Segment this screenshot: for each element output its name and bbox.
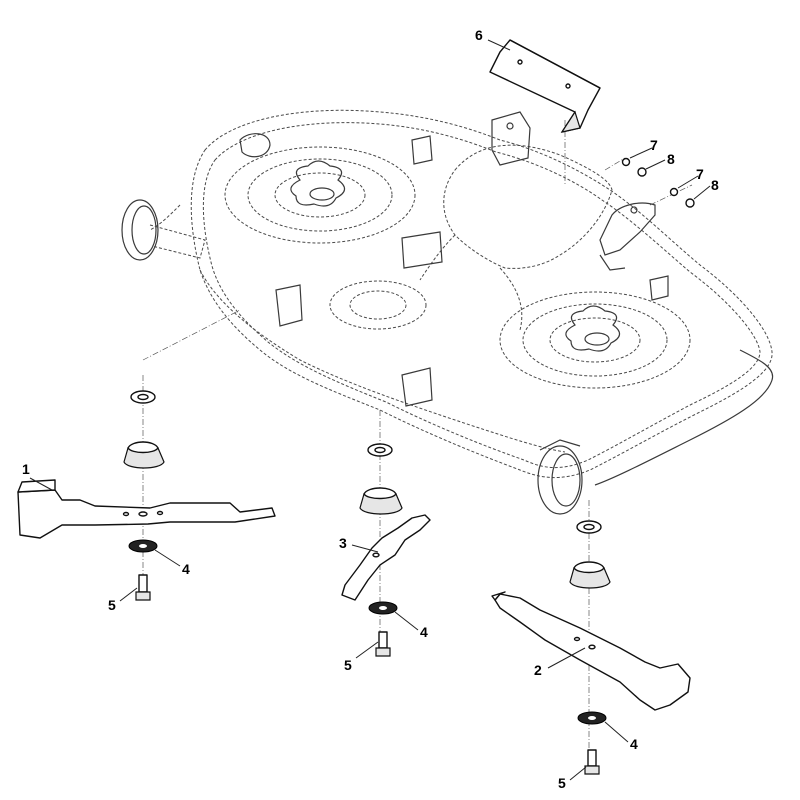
callout-8-washer-b: 8 xyxy=(711,177,719,193)
callout-7-nut-a: 7 xyxy=(650,137,658,153)
callout-4-washer-right: 4 xyxy=(630,736,638,752)
callout-1-blade-left: 1 xyxy=(22,461,30,477)
callout-6-deflector: 6 xyxy=(475,27,483,43)
blade-adapter-right xyxy=(569,567,611,589)
callout-4-washer-left: 4 xyxy=(182,561,190,577)
flat-washer-b xyxy=(685,198,695,208)
blade-adapter-middle xyxy=(359,493,403,515)
hex-nut-b xyxy=(669,187,679,197)
callout-8-washer-a: 8 xyxy=(667,151,675,167)
blade-bolt-middle xyxy=(378,631,388,649)
callout-5-bolt-left: 5 xyxy=(108,597,116,613)
right-blade-assembly xyxy=(491,520,691,775)
callout-7-nut-b: 7 xyxy=(696,166,704,182)
blade-middle xyxy=(341,514,431,601)
mower-deck-housing xyxy=(121,109,774,515)
discharge-deflector xyxy=(489,39,601,133)
middle-blade-assembly xyxy=(341,443,431,657)
mounting-hardware xyxy=(621,157,695,208)
callout-5-bolt-middle: 5 xyxy=(344,657,352,673)
hex-nut-a xyxy=(621,157,631,167)
callout-4-washer-middle: 4 xyxy=(420,624,428,640)
callout-labels: 1 2 3 4 4 4 5 5 5 6 7 8 7 8 xyxy=(22,27,719,791)
leader-lines xyxy=(29,39,711,781)
flat-washer-a xyxy=(637,167,647,177)
blade-right xyxy=(494,593,691,711)
left-blade-assembly xyxy=(17,390,276,601)
callout-3-blade-middle: 3 xyxy=(339,535,347,551)
callout-5-bolt-right: 5 xyxy=(558,775,566,791)
callout-2-blade-right: 2 xyxy=(534,662,542,678)
blade-bolt-right xyxy=(587,749,597,767)
blade-bolt-left xyxy=(138,574,148,593)
deflector-assembly xyxy=(489,39,601,133)
blade-adapter-left xyxy=(123,447,165,469)
